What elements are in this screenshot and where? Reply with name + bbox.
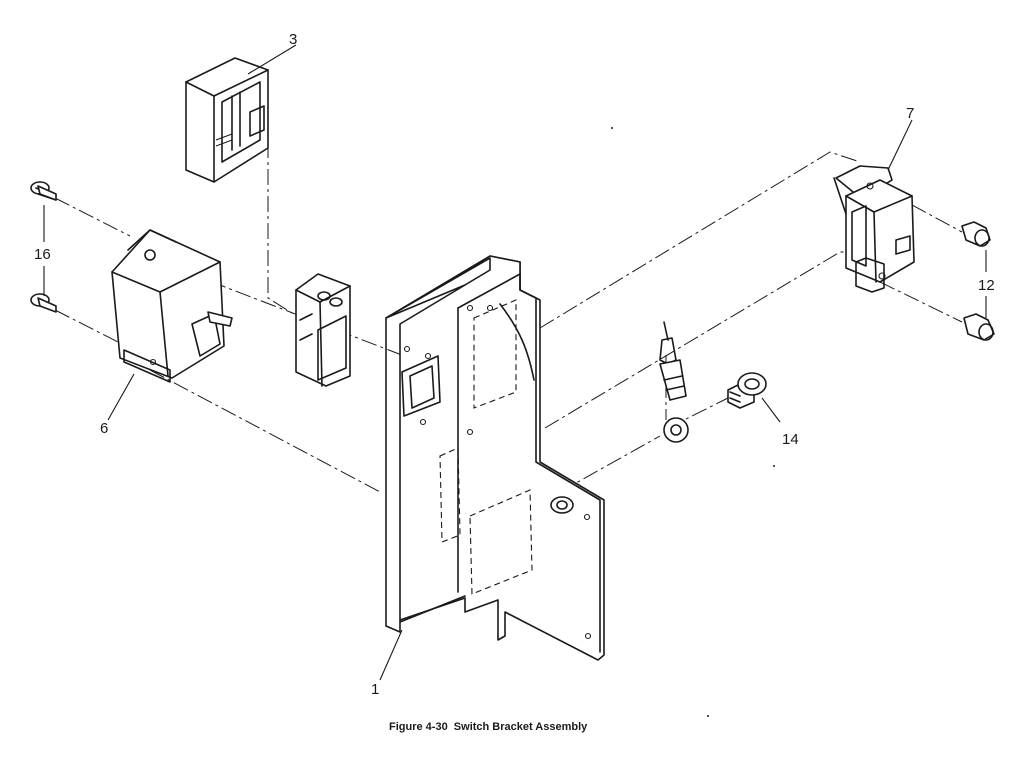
screw-12-upper — [961, 221, 991, 247]
scan-specks — [611, 127, 775, 717]
callout-3: 3 — [289, 31, 297, 48]
callout-6: 6 — [100, 420, 108, 437]
switch-cover — [185, 57, 269, 183]
figure-caption: Figure 4-30 Switch Bracket Assembly — [389, 721, 588, 733]
main-bracket — [385, 255, 605, 661]
callout-14: 14 — [782, 431, 799, 448]
micro-switch — [833, 165, 915, 293]
callout-7: 7 — [906, 105, 914, 122]
callout-1: 1 — [371, 681, 379, 698]
connector-block — [295, 273, 351, 387]
large-switch — [111, 229, 233, 383]
screw-14 — [727, 372, 767, 409]
callout-16: 16 — [34, 246, 51, 263]
screw-12-lower — [963, 313, 995, 341]
screw-16-lower — [30, 293, 57, 313]
leaders — [43, 44, 987, 681]
callout-12: 12 — [978, 277, 995, 294]
ring-terminal — [659, 321, 689, 443]
screw-16-upper — [30, 181, 57, 201]
